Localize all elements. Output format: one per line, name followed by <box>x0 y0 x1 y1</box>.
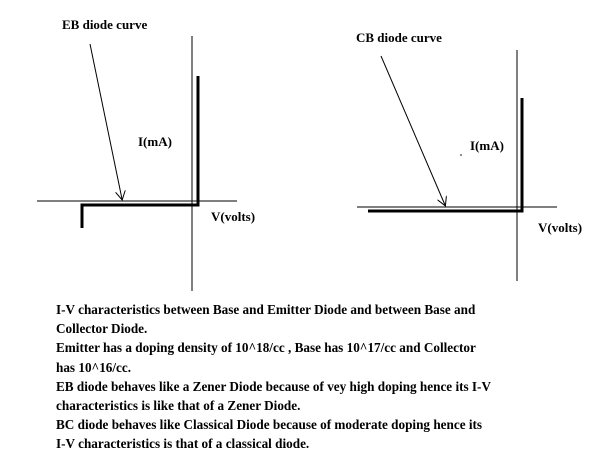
caption-line: Collector Diode. <box>56 321 148 337</box>
eb-title-arrow <box>89 43 122 199</box>
eb-x-axis-label: V(volts) <box>211 209 255 224</box>
caption-line: I-V characteristics between Base and Emi… <box>56 302 476 317</box>
eb-diode-title: EB diode curve <box>62 17 147 32</box>
cb-diode-title: CB diode curve <box>356 30 442 45</box>
caption-line: BC diode behaves like Classical Diode be… <box>56 417 483 433</box>
caption-line: EB diode behaves like a Zener Diode beca… <box>56 378 491 394</box>
caption-text: I-V characteristics between Base and Emi… <box>56 300 586 454</box>
cb-iv-curve <box>368 98 524 213</box>
eb-diode-panel: EB diode curve I(mA) V(volts) <box>37 17 255 291</box>
iv-characteristics-diagram: EB diode curve I(mA) V(volts) CB diode c… <box>37 17 582 291</box>
caption-line: characteristics is like that of a Zener … <box>56 398 301 414</box>
cb-y-axis-label: I(mA) <box>470 138 504 153</box>
caption-line: has 10^16/cc. <box>56 359 132 375</box>
eb-y-axis-label: I(mA) <box>138 134 172 149</box>
cb-x-axis-label: V(volts) <box>538 220 582 235</box>
cb-title-arrow <box>380 55 445 205</box>
caption-line: Emitter has a doping density of 10^18/cc… <box>56 340 476 356</box>
eb-iv-curve <box>80 76 200 228</box>
cb-stray-dot <box>460 154 462 156</box>
cb-diode-panel: CB diode curve I(mA) V(volts) <box>356 30 582 281</box>
caption-line: I-V characteristics is that of a classic… <box>56 436 310 452</box>
